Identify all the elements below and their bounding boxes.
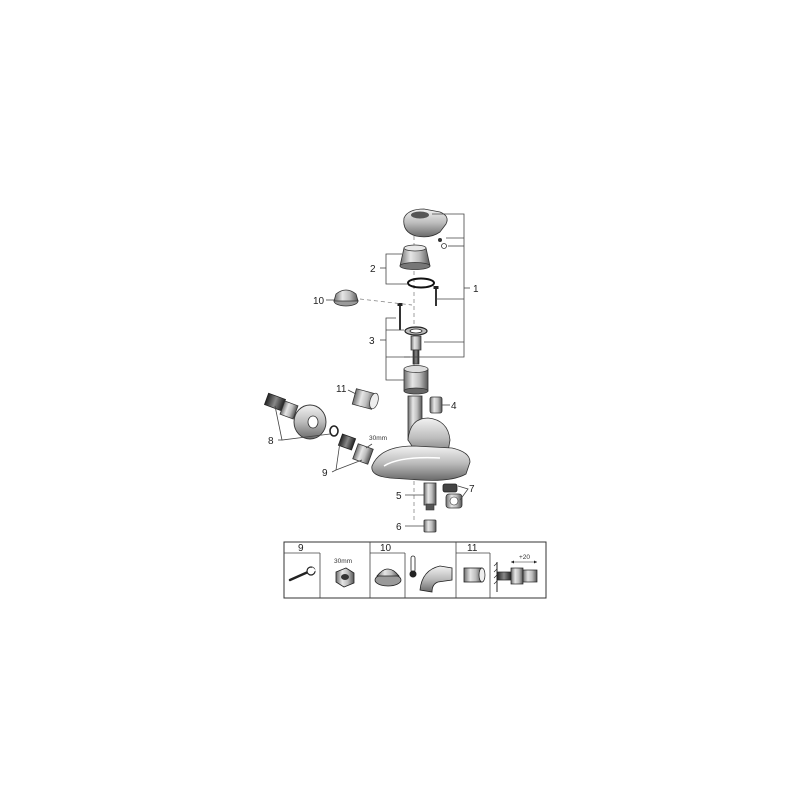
legend-size-label: 30mm [334, 558, 352, 565]
union-nut-part-9 [337, 433, 374, 465]
extension-icon [463, 567, 486, 583]
cap-part-10 [333, 289, 359, 307]
callout-numbers: 1 2 3 4 5 6 7 8 9 10 11 30mm [268, 264, 479, 533]
cartridge-body [403, 365, 429, 395]
lever-handle [403, 208, 448, 249]
callout-2: 2 [370, 264, 376, 275]
cover-cap [399, 244, 431, 270]
mixer-body [371, 395, 471, 481]
washer-part-8 [329, 425, 339, 437]
wrench-icon [288, 566, 316, 582]
dimension-arrow [511, 560, 537, 564]
cartridge-ring [404, 326, 428, 336]
handle-cap [441, 243, 447, 249]
legend-heading-11: 11 [467, 543, 478, 554]
legend-strip: 9 10 11 30mm [283, 541, 547, 599]
cap-dash-line [359, 298, 413, 306]
legend-heading-10: 10 [380, 543, 392, 554]
nut-size-label: 30mm [369, 435, 387, 442]
spout-icon [419, 565, 453, 593]
nut-part-6 [423, 519, 437, 533]
dimension-label: +20 [519, 554, 530, 561]
hex-nut-icon [335, 567, 355, 588]
wall-fitting-icon [493, 562, 538, 592]
callout-7: 7 [469, 484, 475, 495]
cap-icon [374, 568, 402, 587]
sleeve-part-4 [429, 396, 443, 414]
callout-3: 3 [369, 336, 375, 347]
extension-part-11 [351, 388, 379, 410]
cartridge-spindle [410, 335, 422, 365]
callout-5: 5 [396, 491, 402, 502]
callout-1: 1 [473, 284, 479, 295]
callout-8: 8 [268, 436, 274, 447]
leader-lines [274, 213, 470, 527]
callout-11: 11 [336, 384, 347, 395]
o-ring [407, 277, 435, 289]
s-union-part-8 [263, 392, 327, 440]
thermometer-icon [409, 555, 417, 578]
callout-4: 4 [451, 401, 457, 412]
legend-heading-9: 9 [298, 543, 304, 554]
check-valves-part-7 [442, 483, 463, 509]
callout-10: 10 [313, 296, 325, 307]
callout-6: 6 [396, 522, 402, 533]
mounting-screws [397, 286, 439, 330]
handle-set-screw [438, 238, 442, 242]
callout-9: 9 [322, 468, 328, 479]
aerator-part-5 [423, 482, 437, 511]
